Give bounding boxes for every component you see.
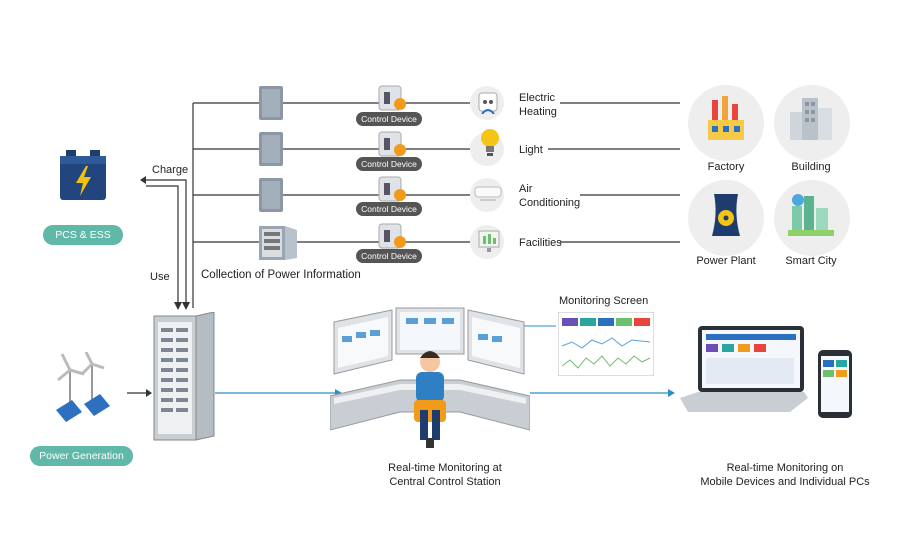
- laptop-icon: [680, 326, 808, 423]
- load-label-line2: Conditioning: [519, 197, 581, 209]
- load-label-line1: Air: [519, 183, 533, 195]
- load-label-line1: Electric: [519, 92, 556, 104]
- load-label-line2: Heating: [519, 106, 557, 118]
- air-conditioner-icon: [474, 186, 502, 209]
- mobile-caption-line1: Real-time Monitoring on: [726, 462, 844, 474]
- power-generation-badge: Power Generation: [30, 446, 133, 466]
- control-station-icon: [329, 300, 531, 455]
- control-device-badge: Control Device: [356, 112, 422, 126]
- battery-icon: [58, 150, 108, 207]
- charge-label: Charge: [152, 164, 189, 176]
- building-icon: [790, 96, 834, 145]
- smartphone-icon: [818, 350, 852, 423]
- control-device-icon: [377, 175, 407, 208]
- site-label-power-plant: Power Plant: [696, 255, 756, 267]
- distribution-panel-icon: [259, 226, 299, 265]
- meter-box-icon: [259, 132, 283, 171]
- mobile-caption-line2: Mobile Devices and Individual PCs: [700, 476, 870, 488]
- wind-solar-icon: [52, 351, 114, 429]
- nuclear-plant-icon: [706, 190, 746, 243]
- collection-label: Collection of Power Information: [201, 269, 361, 281]
- load-label-line1: Facilities: [519, 237, 562, 249]
- smart-city-icon: [788, 192, 836, 241]
- central-station-caption-line2: Central Control Station: [389, 476, 501, 488]
- control-device-badge: Control Device: [356, 157, 422, 171]
- control-device-icon: [377, 84, 407, 117]
- site-label-building: Building: [791, 161, 831, 173]
- facilities-monitor-icon: [478, 230, 500, 259]
- use-label: Use: [150, 271, 170, 283]
- meter-box-icon: [259, 86, 283, 125]
- control-device-icon: [377, 130, 407, 163]
- control-device-badge: Control Device: [356, 202, 422, 216]
- pcs-ess-badge: PCS & ESS: [43, 225, 123, 245]
- site-label-smart-city: Smart City: [785, 255, 837, 267]
- switchboard-cabinet-icon: [152, 311, 216, 447]
- light-bulb-icon: [480, 126, 500, 165]
- central-station-caption-line1: Real-time Monitoring at: [388, 462, 502, 474]
- site-label-factory: Factory: [707, 161, 745, 173]
- outlet-icon: [478, 92, 498, 119]
- control-device-icon: [377, 222, 407, 255]
- meter-box-icon: [259, 178, 283, 217]
- monitoring-screen-thumbnail: [557, 311, 655, 381]
- control-device-badge: Control Device: [356, 249, 422, 263]
- factory-icon: [708, 96, 744, 145]
- monitoring-screen-label: Monitoring Screen: [559, 295, 649, 307]
- load-label-line1: Light: [519, 144, 543, 156]
